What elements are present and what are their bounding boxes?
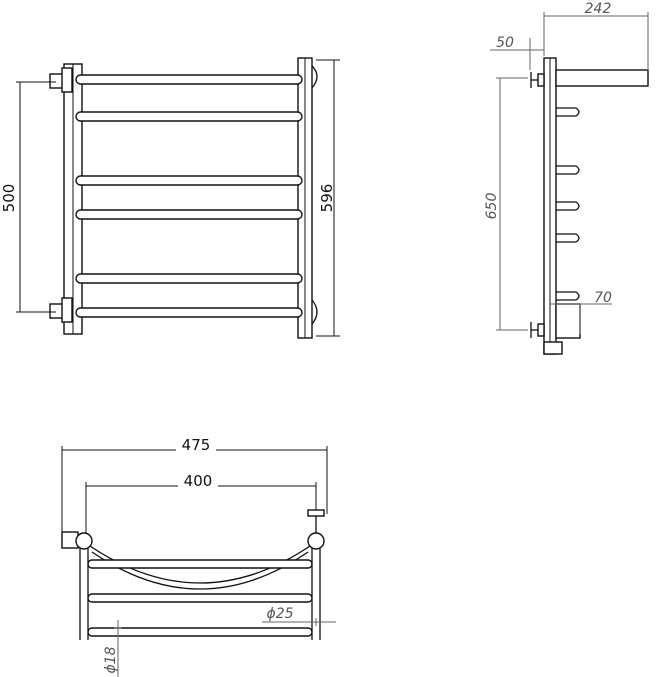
dim-596: 596	[316, 59, 340, 337]
dim-475: 475	[61, 436, 328, 540]
front-rung	[75, 307, 303, 318]
dim-50-label: 50	[496, 35, 514, 51]
side-hook	[556, 291, 580, 301]
top-shelf	[87, 559, 313, 569]
dim-50: 50	[490, 35, 544, 70]
dim-242: 242	[543, 1, 649, 70]
dim-500-label: 500	[0, 184, 18, 213]
dim-70-label: 70	[594, 290, 612, 306]
front-rung	[75, 74, 303, 85]
dim-650-label: 650	[484, 193, 500, 220]
dim-pipe-25: ϕ25	[262, 606, 336, 626]
front-view: 500 596	[0, 57, 340, 339]
dim-pipe-18-label: ϕ18	[103, 646, 119, 673]
top-right-riser	[307, 532, 325, 550]
front-rung	[75, 273, 303, 284]
front-rungs	[75, 74, 303, 318]
side-foot	[543, 341, 563, 355]
side-hook	[556, 201, 580, 211]
side-hook	[556, 233, 580, 243]
dim-650: 650	[484, 77, 528, 331]
dim-242-label: 242	[585, 1, 612, 17]
dim-475-label: 475	[182, 436, 211, 454]
side-hook	[556, 107, 580, 117]
top-shelves	[87, 559, 313, 637]
front-rung	[75, 209, 303, 220]
top-left-riser	[75, 532, 93, 550]
front-rung	[75, 175, 303, 186]
front-rung	[75, 111, 303, 122]
dim-pipe-25-label: ϕ25	[266, 606, 293, 622]
side-hook	[556, 165, 580, 175]
dim-400-label: 400	[184, 472, 213, 490]
side-view: 242 50 650 70	[484, 1, 649, 355]
top-shelf	[87, 627, 313, 637]
dim-400: 400	[85, 472, 317, 536]
dim-500: 500	[0, 81, 56, 313]
top-right-connector	[307, 509, 325, 517]
dim-596-label: 596	[318, 184, 336, 213]
top-shelf	[87, 593, 313, 603]
dim-pipe-18: ϕ18	[103, 620, 122, 677]
dim-70: 70	[550, 290, 612, 334]
side-hooks	[556, 107, 580, 301]
side-top-arm	[555, 69, 649, 87]
top-view: 475 400	[61, 436, 336, 677]
